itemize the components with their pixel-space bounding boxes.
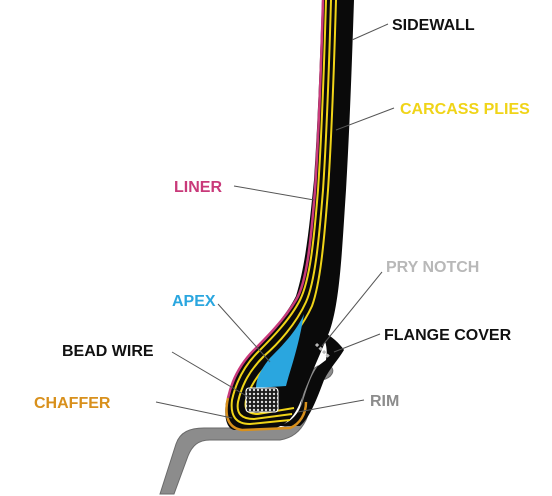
apex-shape — [256, 314, 304, 388]
leader-liner — [233, 185, 315, 201]
leader-apex — [217, 303, 271, 363]
leader-bead-wire — [171, 351, 251, 399]
label-liner: LINER — [174, 179, 222, 196]
liner-shape — [226, 0, 325, 399]
label-pry-notch: PRY NOTCH — [386, 259, 479, 276]
leader-rim — [297, 399, 365, 413]
label-flange-cover: FLANGE COVER — [384, 327, 512, 344]
label-rim: RIM — [370, 393, 399, 410]
leader-lines — [155, 23, 395, 419]
bead-wire-bundle — [245, 387, 279, 413]
label-carcass-plies: CARCASS PLIES — [400, 101, 530, 118]
carcass-ply-1 — [230, 0, 327, 426]
leader-sidewall — [351, 23, 389, 41]
leader-carcass-plies — [335, 107, 395, 131]
carcass-ply-2 — [236, 0, 332, 421]
label-apex: APEX — [172, 293, 216, 310]
leader-chaffer — [155, 401, 233, 419]
label-bead-wire: BEAD WIRE — [62, 343, 154, 360]
label-sidewall: SIDEWALL — [392, 17, 475, 34]
pry-notch-marker — [314, 342, 332, 360]
flange-cover-shape — [276, 330, 344, 426]
label-chaffer: CHAFFER — [34, 395, 111, 412]
leader-pry-notch — [321, 271, 383, 347]
chaffer-shape — [225, 397, 308, 432]
leader-flange-cover — [333, 333, 381, 353]
